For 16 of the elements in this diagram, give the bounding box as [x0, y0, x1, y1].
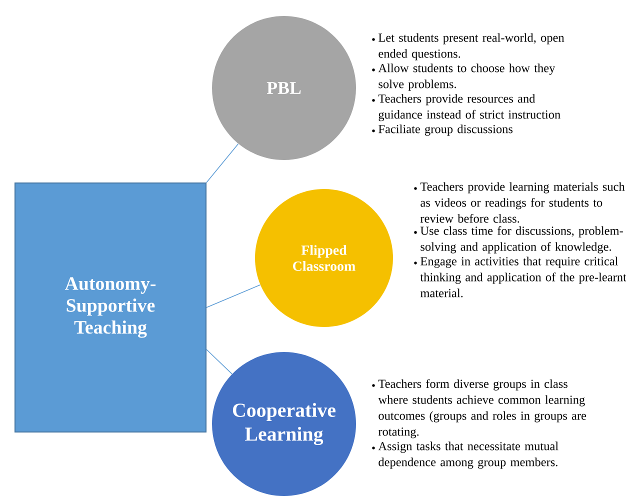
bullet-item: Let students present real-world, open ended questions. [378, 33, 564, 60]
bullet-item: Teachers provide learning materials such as videos or readings for students to review before class. [420, 182, 625, 223]
bullet-item: Allow students to choose how they solve problems. [378, 64, 556, 91]
topic-box: Autonomy-Supportive Teaching [14, 182, 206, 432]
bullet-item: Faciliate group discussions [378, 124, 513, 136]
circle-node: PBL [212, 16, 356, 160]
bullet-item: Teachers form diverse groups in class where students achieve common learning outcomes (groups and roles in groups are rotating. [378, 379, 586, 438]
bullet-item: Use class time for discussions, problem-solving and application of knowledge. [420, 226, 623, 254]
bullet-item: Teachers provide resources and guidance instead of strict instruction [378, 94, 560, 122]
bullet-item: Assign tasks that necessitate mutual dependence among group members. [378, 442, 558, 469]
connector-line [206, 284, 261, 308]
circle-node: Cooperative Learning [212, 352, 356, 496]
connector-line [206, 143, 239, 183]
connector-line [206, 349, 232, 374]
bullet-item: Engage in activities that require critical thinking and application of the pre-learnt material. [420, 256, 626, 298]
circle-node: Flipped Classroom [255, 189, 393, 327]
